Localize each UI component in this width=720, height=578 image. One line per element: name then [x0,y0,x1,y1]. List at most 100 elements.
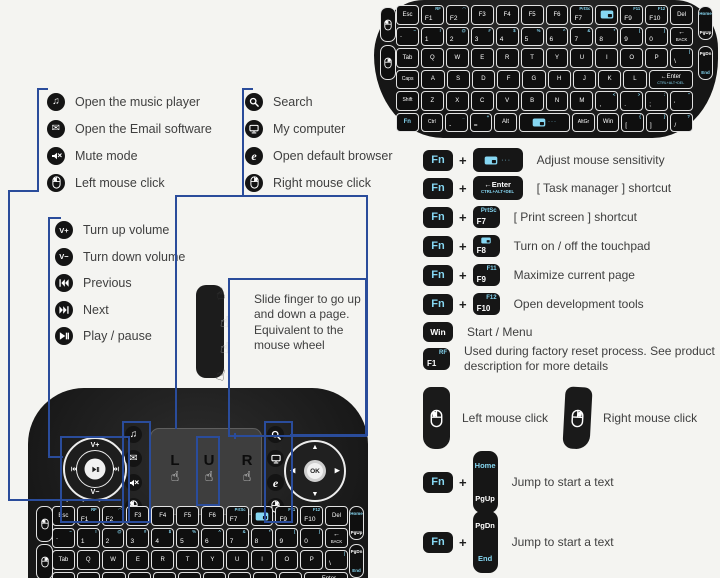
key-v: V [495,91,519,111]
callout-box [228,278,367,437]
shortcut-icon-column-right: e [267,426,284,515]
fn-key: Fn [423,206,453,228]
finger-icon: ☝ [204,468,214,484]
touchpad: L☝U☝R☝ [150,428,262,515]
fn-key: Fn [423,531,453,553]
key-0: )0 [300,528,324,548]
key-alt: Alt [494,112,517,132]
key-ctrl: Ctrl [420,112,444,132]
key-i: I [595,48,619,68]
list-item-play-pause: Play / pause [55,323,185,350]
plus-sign: + [459,180,467,196]
key-back: ←BACK [325,528,348,548]
key-n: N [545,91,569,111]
list-item-my-computer: My computer [245,115,393,142]
callout-line [8,190,10,501]
win-key: Win [423,322,453,342]
finger-icon: ☝ [170,468,180,484]
search-icon [245,92,263,111]
wheel-volume-down: V− [90,489,100,496]
finger-icon: ☝ [242,468,252,484]
jump-shortcut-label: Jump to start a text [511,535,614,549]
callout-line [48,217,61,219]
key-p: P [300,550,324,570]
key-f: F [152,572,176,578]
key-esc: Esc [396,5,419,25]
callout-line [48,456,63,458]
key-8: *8 [250,528,274,548]
key-t: T [176,550,199,570]
key-g: G [177,572,202,578]
led-icon: ▪ [82,499,85,505]
key-g: G [522,69,546,89]
key-key: ?/ [670,112,693,132]
plus-sign: + [459,474,467,490]
key-f3: F3 [470,5,494,25]
callout-line [366,195,368,436]
feature-label: Turn down volume [83,249,186,264]
key-3: #3 [126,528,150,548]
key-del: Del [670,5,694,25]
key-o: O [620,48,644,68]
computer-icon [267,450,284,467]
touchpad-zone-u: U☝ [198,453,220,483]
plus-sign: + [459,267,467,283]
plus-sign: + [459,209,467,225]
key-3: #3 [470,26,494,46]
led-icon: ▪ [98,499,101,505]
fn-shortcut-label: [ Task manager ] shortcut [536,181,672,195]
feature-label: Previous [83,276,132,291]
key-s: S [446,69,470,89]
touchpad-zone-l: L☝ [164,453,186,483]
plus-sign: + [459,152,467,168]
key-f6: F6 [545,5,569,25]
key-del: Del [325,506,348,526]
key-u: U [570,48,594,68]
key-key: {[ [621,112,644,132]
key-l: L [278,572,302,578]
key-key: <, [595,91,619,111]
key-b: B [520,91,544,111]
feature-label: Next [83,302,109,317]
key-1: !1 [76,528,100,548]
ok-navigation-pad: ▲ ▼ ◀ ▶ OK [284,440,346,502]
key-a: A [421,69,445,89]
callout-line [242,88,253,90]
fn-shortcut-label: Adjust mouse sensitivity [536,153,665,167]
key-5: %5 [176,528,199,548]
fn-key: Fn [423,149,453,171]
key-f4: F4 [495,5,519,25]
fn-shortcut-label: [ Print screen ] shortcut [513,210,637,224]
music-icon: ♫ [47,92,65,111]
key-p: P [645,48,669,68]
mouse-click-row: Left mouse click Right mouse click [423,386,698,450]
feature-label: Turn up volume [83,223,170,238]
feature-label: Right mouse click [273,175,371,190]
list-item-mute-mode: Mute mode [47,142,212,169]
key-row: ~`!1@2#3$4%5^6&7*8(9)0←BACK [396,26,694,46]
key-4: $4 [495,26,519,46]
list-item-left-mouse-click: Left mouse click [47,169,212,196]
key-d: D [471,69,495,89]
key-u: U [225,550,249,570]
mouse-click-label: Right mouse click [603,411,698,425]
key-5: %5 [520,26,544,46]
feature-label: Left mouse click [75,175,165,190]
